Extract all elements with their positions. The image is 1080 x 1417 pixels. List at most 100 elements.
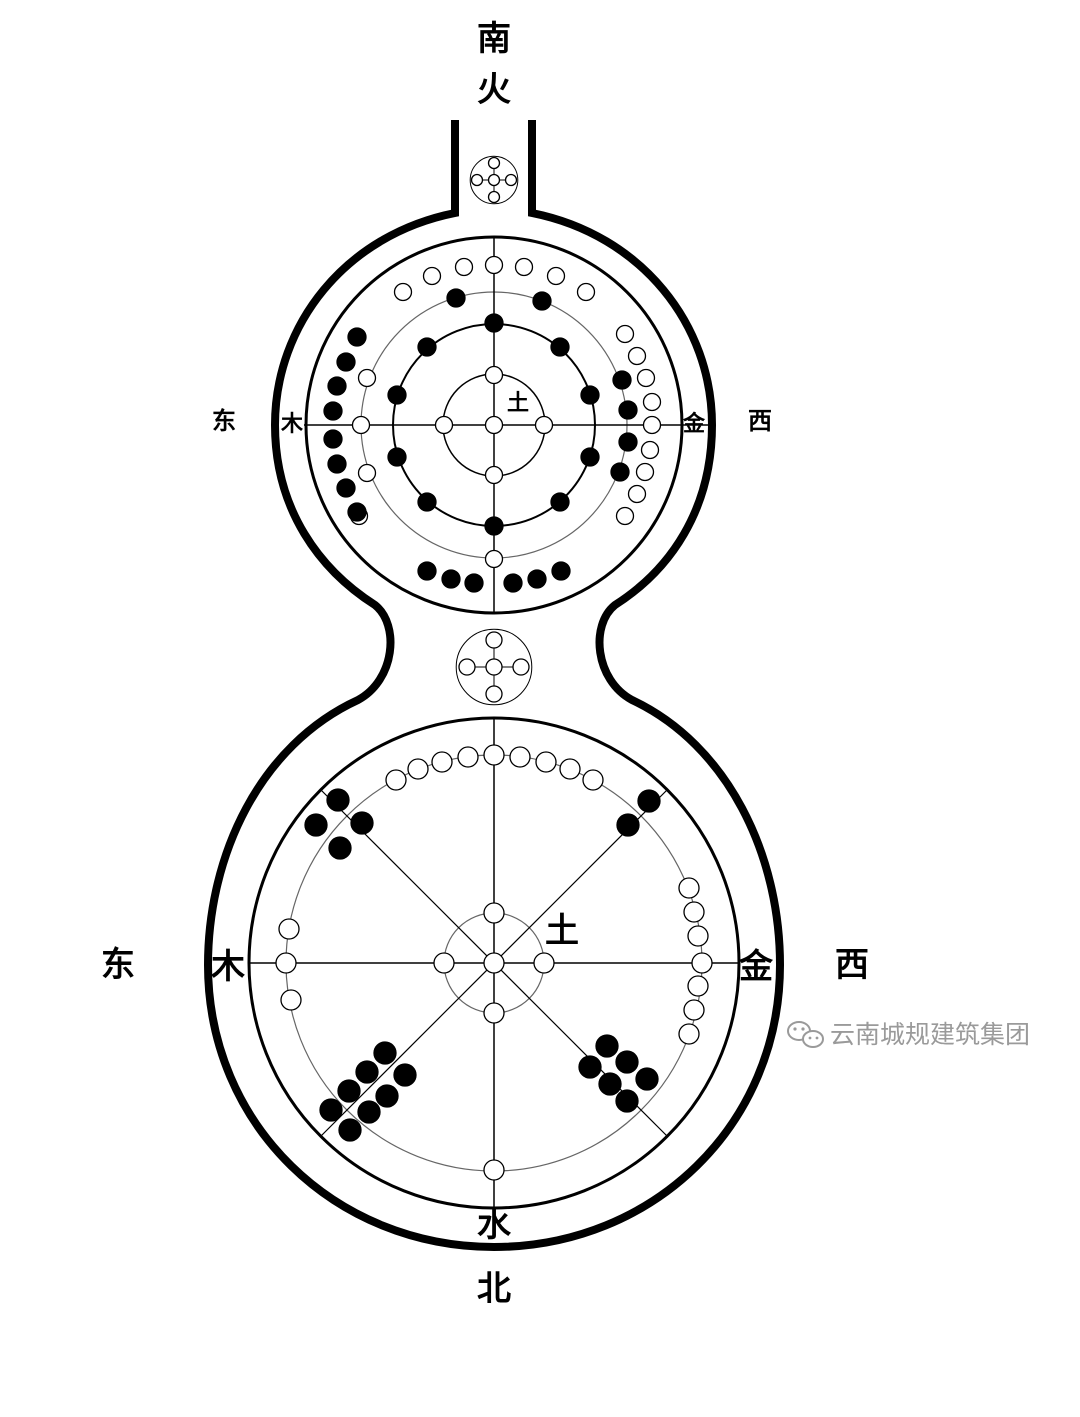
label-earth-lower: 土 <box>545 911 579 951</box>
lower-black-dot <box>637 789 661 813</box>
upper-black-dot <box>464 573 484 593</box>
upper-black-dot <box>387 385 407 405</box>
upper-black-dot <box>417 561 437 581</box>
lower-white-dot <box>431 751 453 773</box>
upper-black-dot <box>580 385 600 405</box>
upper-white-dot <box>422 266 442 286</box>
upper-ornament-dot <box>487 156 501 170</box>
upper-black-dot <box>417 492 437 512</box>
upper-white-dot <box>357 463 377 483</box>
upper-black-dot <box>327 454 347 474</box>
lower-black-dot <box>355 1060 379 1084</box>
lower-black-dot <box>319 1098 343 1122</box>
lower-white-dot <box>509 746 531 768</box>
upper-white-dot <box>484 465 504 485</box>
lower-black-dot <box>578 1055 602 1079</box>
upper-ornament-dot <box>487 190 501 204</box>
label-east-upper: 东 <box>212 407 236 435</box>
waist-ornament-center <box>485 658 503 676</box>
lower-white-dot <box>275 952 297 974</box>
upper-white-dot <box>484 549 504 569</box>
upper-white-dot <box>576 282 596 302</box>
lower-black-dot <box>357 1100 381 1124</box>
upper-black-dot <box>532 291 552 311</box>
lower-white-dot <box>535 751 557 773</box>
upper-white-dot <box>635 462 655 482</box>
lower-white-dot <box>559 758 581 780</box>
upper-black-dot <box>551 561 571 581</box>
label-east-lower: 东 <box>101 945 135 985</box>
upper-black-dot <box>550 492 570 512</box>
lower-white-dot <box>678 1023 700 1045</box>
lower-black-dot <box>304 813 328 837</box>
watermark: 云南城规建筑集团 <box>787 1020 1030 1049</box>
upper-white-dot <box>615 324 635 344</box>
ornaments <box>455 155 533 706</box>
watermark-text: 云南城规建筑集团 <box>830 1020 1030 1049</box>
lower-white-dot <box>483 952 505 974</box>
gourd-outline <box>203 120 785 1252</box>
lower-black-dot <box>350 811 374 835</box>
upper-black-dot <box>417 337 437 357</box>
lower-white-dot <box>457 746 479 768</box>
upper-black-dot <box>612 370 632 390</box>
waist-ornament-dot <box>512 658 530 676</box>
lower-white-dot <box>278 918 300 940</box>
upper-white-dot <box>484 255 504 275</box>
upper-white-dot <box>454 257 474 277</box>
upper-black-dot <box>336 478 356 498</box>
upper-black-dot <box>441 569 461 589</box>
label-west-upper: 西 <box>748 407 772 435</box>
label-wood-upper: 木 <box>280 412 304 437</box>
waist-ornament-dot <box>458 658 476 676</box>
waist-ornament-dot <box>485 631 503 649</box>
upper-white-dot <box>640 440 660 460</box>
upper-black-dot <box>618 432 638 452</box>
upper-white-dot <box>514 257 534 277</box>
lower-black-dot <box>326 788 350 812</box>
lower-black-dot <box>328 836 352 860</box>
upper-black-dot <box>503 573 523 593</box>
upper-black-dot <box>610 462 630 482</box>
label-metal-lower: 金 <box>738 947 774 987</box>
label-south: 南 <box>477 19 511 59</box>
lower-black-dot <box>338 1118 362 1142</box>
lower-white-dot <box>483 744 505 766</box>
lower-white-dot <box>280 989 302 1011</box>
label-earth-upper: 土 <box>507 391 529 416</box>
upper-white-dot <box>627 346 647 366</box>
upper-black-dot <box>580 447 600 467</box>
lower-black-dot <box>615 1050 639 1074</box>
upper-dots <box>323 255 662 593</box>
lower-black-dot <box>615 1089 639 1113</box>
upper-black-dot <box>327 376 347 396</box>
lower-white-dot <box>683 999 705 1021</box>
upper-white-dot <box>484 415 504 435</box>
label-west-lower: 西 <box>835 945 869 985</box>
lower-black-dot <box>595 1034 619 1058</box>
upper-ornament-ring <box>469 155 519 205</box>
upper-white-dot <box>434 415 454 435</box>
upper-black-dot <box>484 313 504 333</box>
upper-white-dot <box>636 368 656 388</box>
lower-white-dot <box>687 925 709 947</box>
waist-ornament-ring <box>455 628 533 706</box>
wechat-icon <box>787 1021 824 1048</box>
upper-ornament-center <box>487 173 501 187</box>
lower-white-dot <box>483 1002 505 1024</box>
upper-white-dot <box>642 392 662 412</box>
upper-white-dot <box>615 506 635 526</box>
lower-white-dot <box>691 952 713 974</box>
upper-black-dot <box>446 288 466 308</box>
lower-white-dot <box>533 952 555 974</box>
upper-white-dot <box>642 415 662 435</box>
lower-white-dot <box>433 952 455 974</box>
upper-white-dot <box>484 365 504 385</box>
upper-white-dot <box>546 266 566 286</box>
upper-white-dot <box>351 415 371 435</box>
lower-black-dot <box>393 1063 417 1087</box>
upper-black-dot <box>323 401 343 421</box>
upper-white-dot <box>357 368 377 388</box>
label-wood-lower: 木 <box>210 947 245 987</box>
